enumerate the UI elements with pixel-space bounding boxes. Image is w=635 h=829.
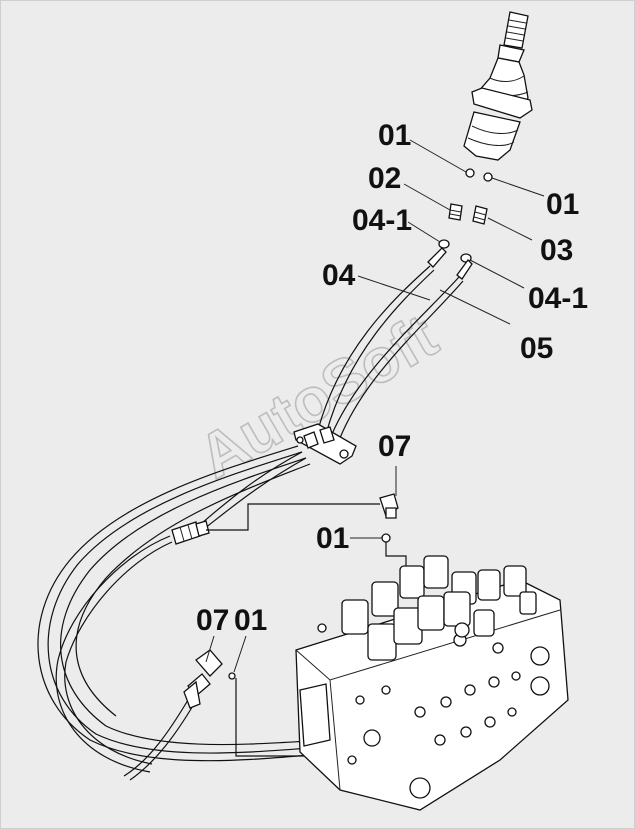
leader-01-to-valve: [235, 678, 316, 757]
elbow-fitting-07-lower: [183, 649, 236, 709]
watermark-text: AutoSoft: [188, 302, 449, 493]
label-05: 05: [520, 332, 553, 365]
hose-coupling: [171, 520, 210, 545]
label-04-1-left: 04-1: [352, 204, 412, 237]
label-01-top-right: 01: [546, 188, 579, 221]
oring-01-middle: [381, 533, 391, 543]
hose-04: [317, 247, 447, 435]
label-01-middle: 01: [316, 522, 349, 555]
label-04-1-right: 04-1: [528, 282, 588, 315]
elbow-fitting-07-upper: [379, 493, 399, 543]
leader-07-to-valve: [385, 542, 407, 570]
label-07-lower: 07: [196, 604, 229, 637]
leader-hose-to-07: [206, 503, 380, 531]
label-01-lower: 01: [234, 604, 267, 637]
joystick-assembly: [463, 11, 533, 161]
label-02: 02: [368, 162, 401, 195]
hose-clamp-plate: [293, 423, 357, 465]
label-01-top-left: 01: [378, 119, 411, 152]
leader-lines: [205, 139, 545, 673]
nut-04-1-left: [438, 239, 450, 249]
hose-05: [331, 259, 473, 439]
label-07-upper: 07: [378, 430, 411, 463]
joystick-flange: [471, 87, 533, 119]
label-03: 03: [540, 234, 573, 267]
hose-bundle: [37, 445, 311, 781]
oring-01-right: [483, 172, 493, 182]
oring-01-left: [465, 168, 475, 178]
label-04: 04: [322, 259, 356, 292]
control-valve-block: [295, 555, 569, 811]
oring-01-lower: [228, 672, 236, 680]
joystick-grip: [503, 11, 529, 49]
joystick-body: [463, 111, 521, 161]
